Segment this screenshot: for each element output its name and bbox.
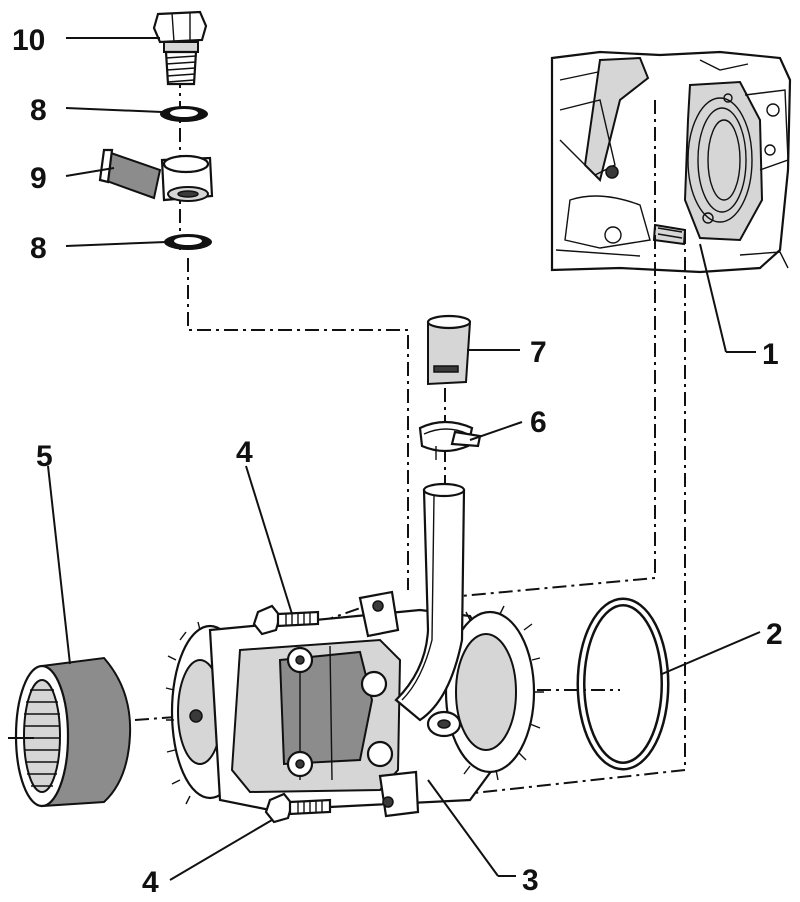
pump-body (165, 482, 544, 818)
engine-block-detail (550, 50, 792, 274)
assembly-guide-lines (134, 20, 686, 809)
callout-3: 3 (522, 864, 539, 897)
callout-7: 7 (530, 336, 547, 369)
banjo-bolt (152, 10, 208, 86)
hose (426, 314, 472, 386)
callout-4-upper: 4 (236, 436, 253, 469)
callout-labels: 10 8 9 8 1 7 6 5 4 2 4 3 (12, 24, 783, 899)
coupling-sleeve (8, 656, 132, 808)
callout-2: 2 (766, 618, 783, 651)
hose-clamp (418, 420, 482, 460)
sealing-ring-lower (164, 234, 212, 250)
callout-1: 1 (762, 338, 779, 371)
callout-8-upper: 8 (30, 94, 47, 127)
callout-10: 10 (12, 24, 45, 57)
bolt-lower (264, 792, 332, 824)
callout-5: 5 (36, 440, 53, 473)
bolt-upper (252, 604, 320, 636)
o-ring (576, 597, 670, 771)
callout-9: 9 (30, 162, 47, 195)
callout-4-lower: 4 (142, 866, 159, 899)
banjo-fitting (98, 148, 214, 202)
sealing-ring-upper (160, 106, 208, 122)
callout-6: 6 (530, 406, 547, 439)
leader-lines (47, 37, 761, 881)
callout-8-lower: 8 (30, 232, 47, 265)
